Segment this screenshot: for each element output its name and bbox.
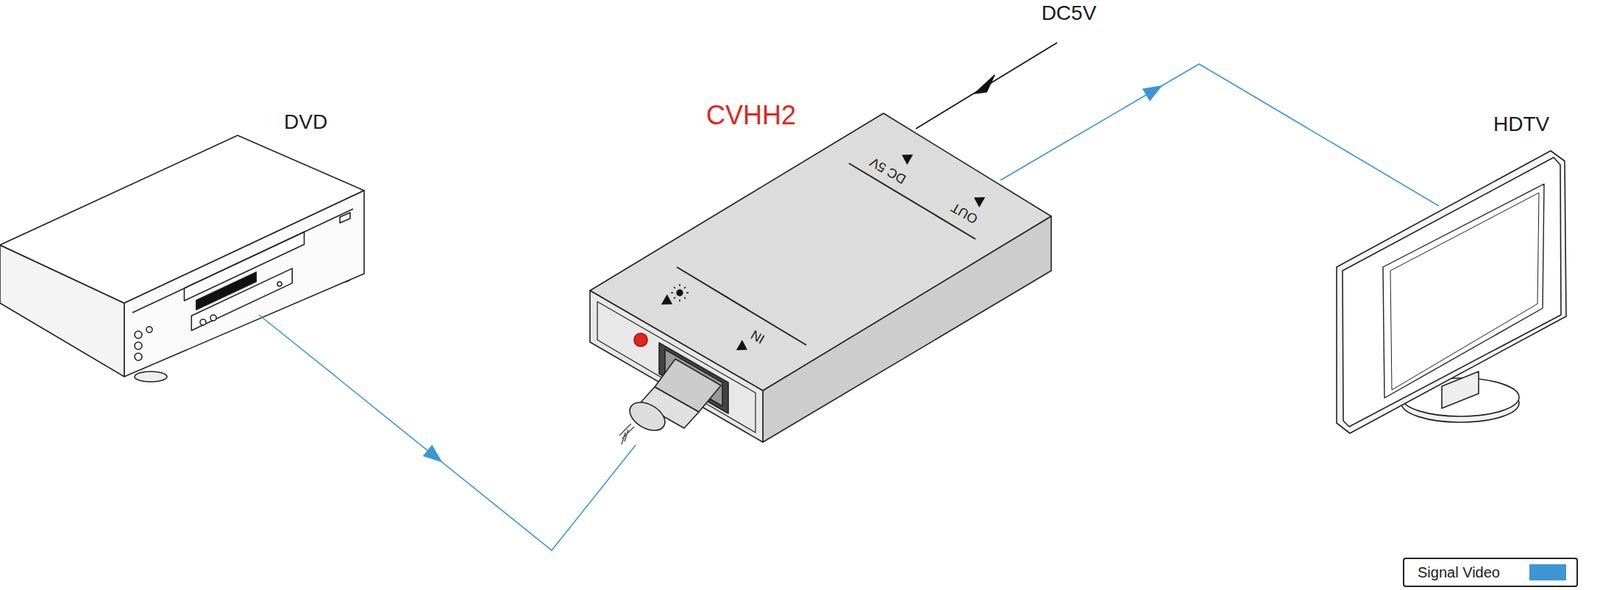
power-label: DC5V <box>1041 2 1097 24</box>
dvd-player: DVD <box>0 106 368 381</box>
signal-connector <box>1051 64 1332 151</box>
legend-box: Signal Video <box>1402 557 1578 588</box>
converter-box: CVHH2 <box>588 99 1052 446</box>
hdtv-monitor: HDTV <box>1331 110 1567 438</box>
arrowhead <box>1142 78 1167 101</box>
arrowhead <box>422 444 448 468</box>
legend-swatch <box>1529 564 1567 581</box>
node-title: HDTV <box>1493 113 1550 137</box>
node-title: DVD <box>283 111 328 134</box>
legend-text: Signal Video <box>1417 564 1500 582</box>
node-title: CVHH2 <box>706 100 796 131</box>
signal-connector <box>340 380 636 551</box>
